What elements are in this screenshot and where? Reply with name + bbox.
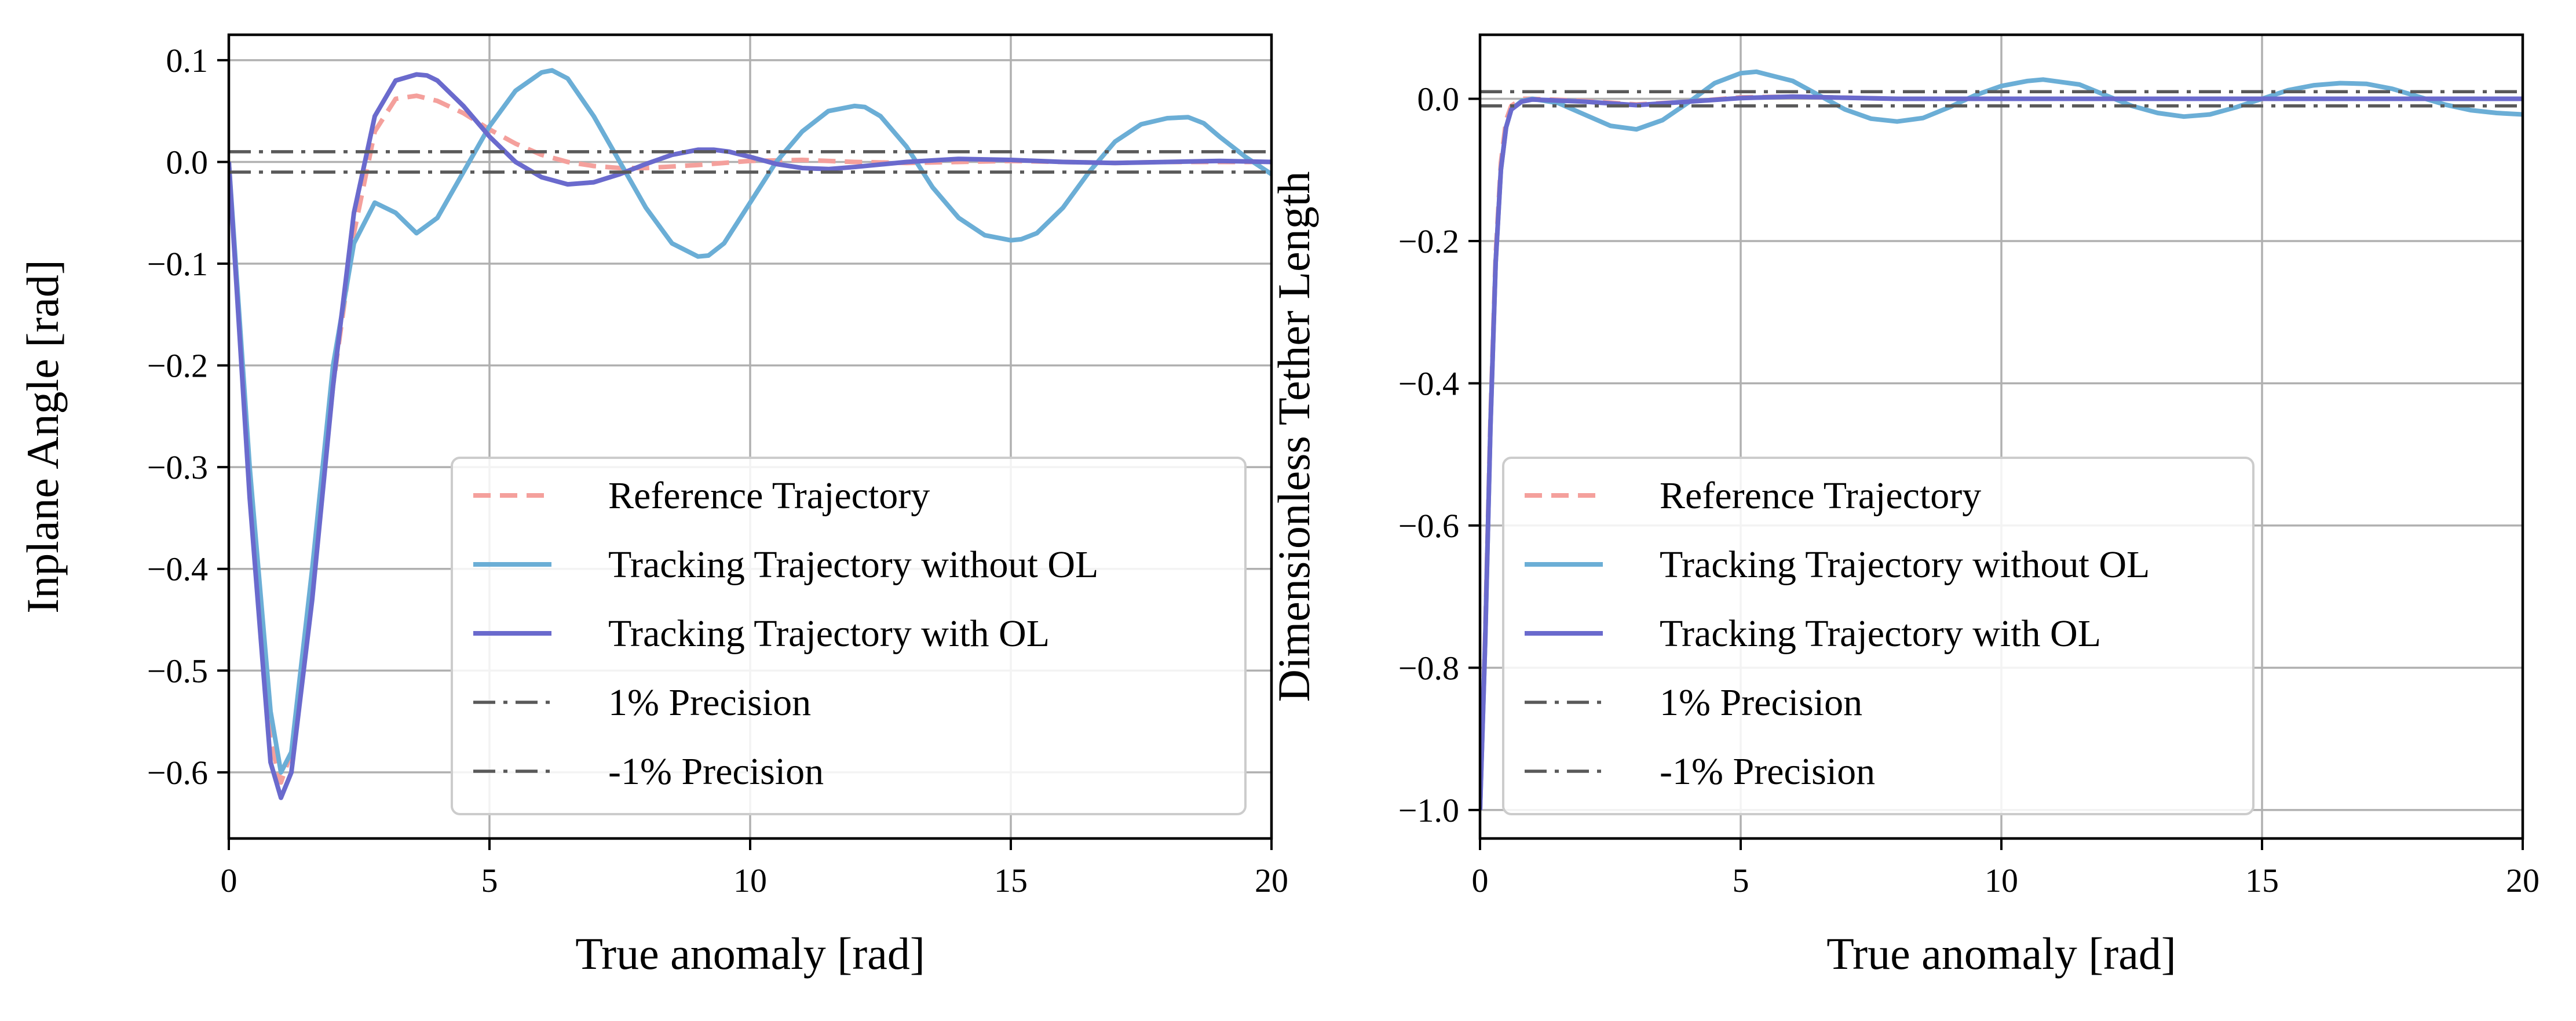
x-tick-label: 5: [1733, 862, 1749, 899]
y-tick-label: −0.1: [147, 245, 208, 283]
series-group: [1480, 69, 2523, 811]
y-tick-label: −0.8: [1398, 649, 1459, 687]
y-tick-label: −1.0: [1398, 792, 1459, 829]
legend-label: Reference Trajectory: [1660, 475, 1981, 517]
x-tick-label: 20: [1255, 862, 1288, 899]
legend-label: Tracking Trajectory with OL: [1660, 612, 2101, 655]
y-tick-label: −0.6: [1398, 507, 1459, 545]
y-tick-label: −0.2: [1398, 223, 1459, 260]
x-tick-label: 0: [1472, 862, 1489, 899]
y-tick-label: −0.3: [147, 448, 208, 486]
x-tick-label: 20: [2506, 862, 2540, 899]
legend-entry: Reference Trajectory: [473, 475, 930, 517]
legend-label: -1% Precision: [1660, 750, 1875, 793]
legend-entry: 1% Precision: [1525, 681, 1862, 724]
legend-entry: Tracking Trajectory with OL: [1525, 612, 2101, 655]
legend-entry: -1% Precision: [1525, 750, 1875, 793]
legend-label: 1% Precision: [608, 681, 811, 724]
y-axis-label: Dimensionless Tether Length: [1269, 172, 1319, 702]
legend-entry: Tracking Trajectory without OL: [473, 544, 1098, 586]
legend-label: Tracking Trajectory without OL: [1660, 544, 2150, 586]
series-line-2: [229, 72, 1271, 800]
legend-label: Tracking Trajectory with OL: [608, 612, 1050, 655]
series-group: [229, 68, 1271, 800]
legend-entry: -1% Precision: [473, 750, 824, 793]
legend-entry: Tracking Trajectory with OL: [473, 612, 1050, 655]
legend-entry: Reference Trajectory: [1525, 475, 1981, 517]
x-tick-label: 5: [481, 862, 498, 899]
series-line-2: [1480, 94, 2523, 811]
y-tick-label: 0.1: [166, 42, 209, 79]
y-tick-label: −0.4: [147, 550, 208, 588]
x-axis-label: True anomaly [rad]: [575, 928, 925, 979]
legend-label: -1% Precision: [608, 750, 824, 793]
legend-box: [451, 457, 1247, 815]
x-axis-label: True anomaly [rad]: [1826, 928, 2176, 979]
y-tick-label: −0.5: [147, 652, 208, 690]
y-tick-label: 0.0: [1417, 80, 1460, 118]
x-tick-label: 0: [221, 862, 237, 899]
y-axis-label: Inplane Angle [rad]: [17, 260, 68, 614]
legend-label: 1% Precision: [1660, 681, 1862, 724]
x-tick-label: 15: [2245, 862, 2279, 899]
legend-entry: Tracking Trajectory without OL: [1525, 544, 2150, 586]
legend-box: [1502, 457, 2255, 815]
y-tick-label: 0.0: [166, 143, 209, 181]
y-tick-label: −0.4: [1398, 364, 1459, 402]
legend-label: Tracking Trajectory without OL: [608, 544, 1098, 586]
y-tick-label: −0.2: [147, 347, 208, 385]
x-tick-label: 10: [733, 862, 767, 899]
x-tick-label: 15: [994, 862, 1028, 899]
legend-label: Reference Trajectory: [608, 475, 930, 517]
y-tick-label: −0.6: [147, 754, 208, 792]
x-tick-label: 10: [1985, 862, 2018, 899]
legend-entry: 1% Precision: [473, 681, 811, 724]
